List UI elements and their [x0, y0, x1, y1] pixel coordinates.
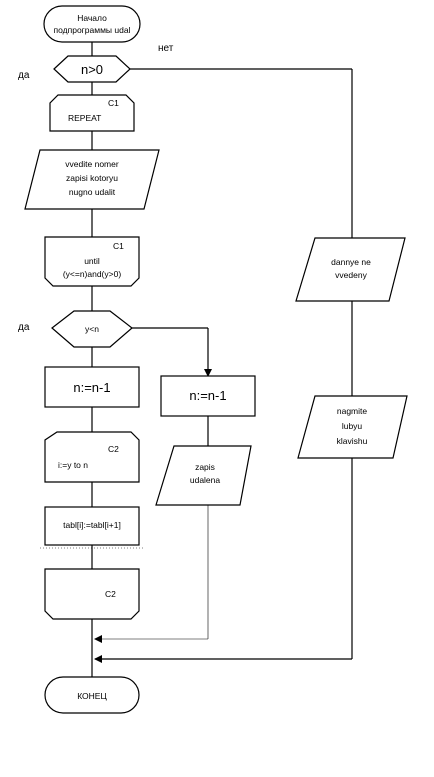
decision-y-less-n: y<n	[51, 310, 133, 348]
until-c1-tag: C1	[113, 241, 124, 251]
input-record-line-2: zapisi kotoryu	[66, 173, 118, 183]
process-decrement-right: n:=n-1	[160, 375, 256, 417]
loop-c2-start: C2 i:=y to n	[44, 431, 140, 483]
until-c1-block: C1 until (y<=n)and(y>0)	[44, 236, 140, 287]
connectors	[91, 42, 353, 677]
decrement-right-label: n:=n-1	[189, 388, 226, 403]
output-no-data: dannye ne vvedeny	[295, 237, 406, 302]
input-record-line-3: nugno udalit	[69, 187, 116, 197]
record-deleted-line-2: udalena	[190, 475, 221, 485]
input-record-line-1: vvedite nomer	[65, 159, 119, 169]
press-key-line-3: klavishu	[337, 436, 368, 446]
start-terminator: Начало подпрограммы udal	[43, 5, 141, 43]
output-record-deleted: zapis udalena	[155, 445, 252, 506]
loop-c2-end-tag: C2	[105, 589, 116, 599]
until-c1-line-2: (y<=n)and(y>0)	[63, 269, 122, 279]
shift-label: tabl[i]:=tabl[i+1]	[63, 520, 121, 530]
loop-c2-start-tag: C2	[108, 444, 119, 454]
process-decrement-left: n:=n-1	[44, 366, 140, 408]
input-record-number: vvedite nomer zapisi kotoryu nugno udali…	[24, 149, 160, 210]
no-data-line-1: dannye ne	[331, 257, 371, 267]
process-shift: tabl[i]:=tabl[i+1]	[40, 506, 145, 549]
repeat-c1-label: REPEAT	[68, 113, 101, 123]
record-deleted-line-1: zapis	[195, 462, 215, 472]
output-press-key: nagmite lubyu klavishu	[297, 395, 408, 459]
start-line-1: Начало	[77, 13, 107, 23]
yes-label-2: да	[18, 322, 30, 333]
no-label-1: нет	[158, 43, 174, 54]
decision-n-positive: n>0	[53, 55, 131, 83]
until-c1-line-1: until	[84, 256, 100, 266]
loop-c2-start-label: i:=y to n	[58, 460, 88, 470]
end-terminator: КОНЕЦ	[44, 676, 140, 714]
loop-c2-end: C2	[44, 568, 140, 620]
press-key-line-2: lubyu	[342, 421, 363, 431]
decrement-left-label: n:=n-1	[73, 380, 110, 395]
repeat-c1-tag: C1	[108, 98, 119, 108]
press-key-line-1: nagmite	[337, 406, 368, 416]
no-data-line-2: vvedeny	[335, 270, 367, 280]
end-label: КОНЕЦ	[77, 691, 107, 701]
decision-y-less-n-label: y<n	[85, 324, 99, 334]
repeat-c1-block: C1 REPEAT	[49, 94, 135, 132]
yes-label-1: да	[18, 70, 30, 81]
decision-n-positive-label: n>0	[81, 62, 103, 77]
start-line-2: подпрограммы udal	[54, 25, 131, 35]
